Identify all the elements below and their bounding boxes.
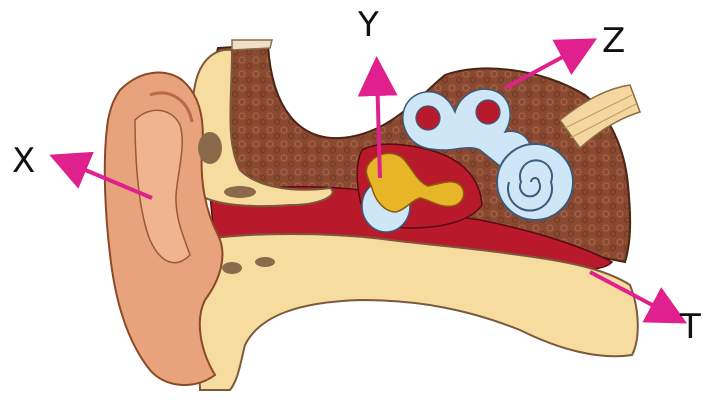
semicircular-canal-hole [416,106,440,130]
semicircular-canal-hole [476,100,500,124]
cartilage-spot [255,257,275,267]
upper-skin-fold [232,40,272,50]
cartilage-spot [224,186,256,198]
label-x: X [12,141,35,181]
cartilage-spot [222,262,242,274]
cartilage-spot [198,132,222,164]
label-t: T [679,307,701,347]
label-y: Y [357,5,379,45]
label-z: Z [602,21,625,61]
